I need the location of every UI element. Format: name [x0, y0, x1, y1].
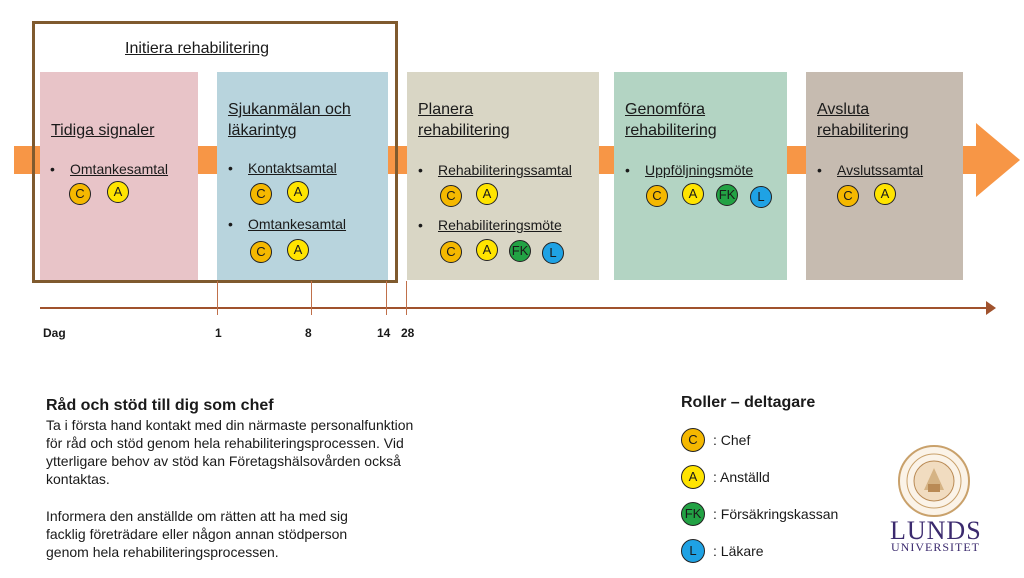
- legend-heading: Roller – deltagare: [681, 394, 816, 411]
- advice-paragraph-2: Informera den anställde om rätten att ha…: [46, 508, 348, 560]
- bullet-item: Rehabiliteringsmöte: [418, 217, 562, 233]
- role-badge-a: A: [682, 183, 704, 205]
- role-badge-c: C: [69, 183, 91, 205]
- legend-label: : Anställd: [713, 469, 770, 485]
- phase-title: Genomföra rehabilitering: [625, 101, 717, 139]
- bullet-item: Rehabiliteringssamtal: [418, 162, 572, 178]
- role-badge-a: A: [287, 181, 309, 203]
- timeline-tick: [217, 281, 218, 315]
- phase-box-avsluta: Avsluta rehabilitering Avslutssamtal C A: [806, 72, 963, 280]
- bullet-item: Uppföljningsmöte: [625, 162, 753, 178]
- phase-title: Planera rehabilitering: [418, 101, 510, 139]
- role-badge-a: A: [874, 183, 896, 205]
- bullet-item: Kontaktsamtal: [228, 160, 337, 176]
- role-badge-l: L: [681, 539, 705, 563]
- timeline-line: [40, 307, 988, 309]
- timeline-tick: [386, 281, 387, 315]
- timeline-label-1: 1: [215, 326, 222, 340]
- bullet-item: Omtankesamtal: [50, 161, 168, 177]
- timeline-tick: [311, 281, 312, 315]
- role-badge-a: A: [476, 239, 498, 261]
- frame-title: Initiera rehabilitering: [125, 40, 270, 57]
- phase-title: Sjukanmälan och läkarintyg: [228, 101, 351, 139]
- timeline-label-dag: Dag: [43, 326, 66, 340]
- role-badge-a: A: [476, 183, 498, 205]
- legend-label: : Försäkringskassan: [713, 506, 839, 522]
- role-badge-c: C: [440, 241, 462, 263]
- role-badge-a: A: [107, 181, 129, 203]
- timeline-arrow-head: [986, 301, 996, 315]
- phase-box-planera: Planera rehabilitering Rehabiliteringssa…: [407, 72, 599, 280]
- university-seal-icon: [897, 444, 971, 518]
- role-badge-l: L: [750, 186, 772, 208]
- phase-box-tidiga-signaler: Tidiga signaler Omtankesamtal C A: [40, 72, 198, 280]
- university-logo-subname: UNIVERSITET: [891, 540, 980, 554]
- role-badge-c: C: [646, 185, 668, 207]
- role-badge-l: L: [542, 242, 564, 264]
- role-badge-fk: FK: [716, 184, 738, 206]
- timeline-tick: [406, 281, 407, 315]
- advice-heading: Råd och stöd till dig som chef: [46, 397, 274, 414]
- initiate-frame: [32, 21, 398, 283]
- role-badge-c: C: [440, 185, 462, 207]
- phase-title: Avsluta rehabilitering: [817, 101, 909, 139]
- legend-label: : Läkare: [713, 543, 764, 559]
- legend-label: : Chef: [713, 432, 751, 448]
- role-badge-c: C: [250, 241, 272, 263]
- role-badge-c: C: [681, 428, 705, 452]
- advice-paragraph-1: Ta i första hand kontakt med din närmast…: [46, 417, 414, 487]
- phase-box-sjukanmalan: Sjukanmälan och läkarintyg Kontaktsamtal…: [217, 72, 388, 280]
- timeline-label-14: 14: [377, 326, 391, 340]
- process-arrow-head: [976, 123, 1020, 197]
- timeline-label-28: 28: [401, 326, 415, 340]
- phase-box-genomfora: Genomföra rehabilitering Uppföljningsmöt…: [614, 72, 787, 280]
- role-badge-a: A: [287, 239, 309, 261]
- bullet-item: Avslutssamtal: [817, 162, 923, 178]
- role-badge-a: A: [681, 465, 705, 489]
- role-badge-fk: FK: [509, 240, 531, 262]
- bullet-item: Omtankesamtal: [228, 216, 346, 232]
- role-badge-c: C: [250, 183, 272, 205]
- university-logo-name: LUNDS: [890, 516, 982, 545]
- phase-title: Tidiga signaler: [51, 122, 155, 139]
- timeline-label-8: 8: [305, 326, 312, 340]
- role-badge-c: C: [837, 185, 859, 207]
- role-badge-fk: FK: [681, 502, 705, 526]
